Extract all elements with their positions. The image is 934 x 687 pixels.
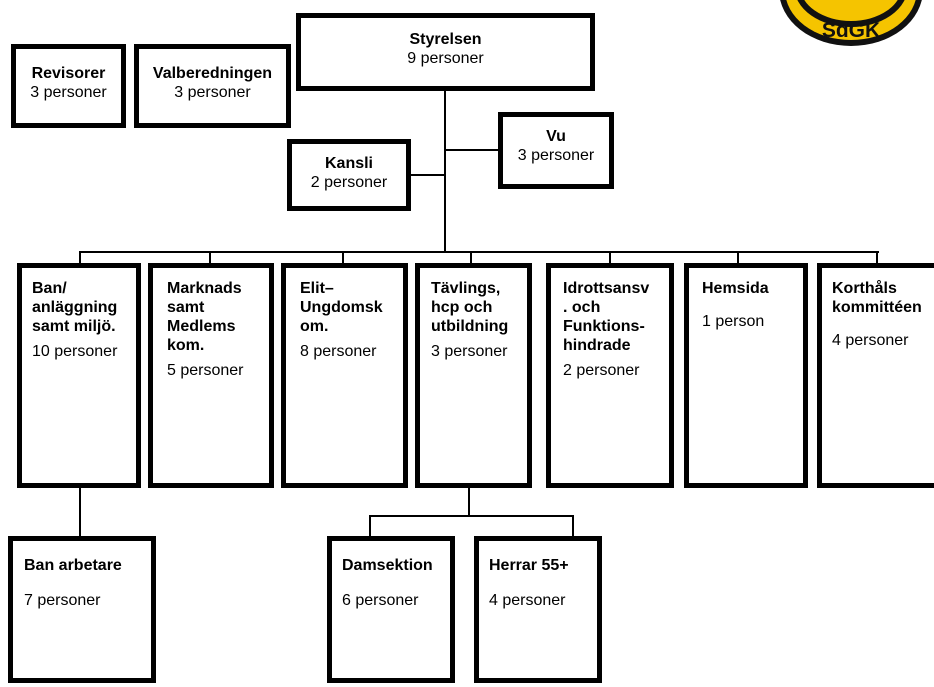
- committee-title-line: hindrade: [563, 337, 631, 354]
- connector-c4: [470, 251, 472, 266]
- committee-title-line: Ban/: [32, 280, 67, 297]
- logo-yellow-field: [786, 0, 916, 40]
- subgroup-box-herrar: Herrar 55+ 4 personer: [474, 536, 602, 683]
- subgroup-box-ban-arbetare: Ban arbetare 7 personer: [8, 536, 156, 683]
- committee-count: 4 personer: [832, 332, 909, 349]
- vu-count: 3 personer: [517, 147, 595, 164]
- auditors-box: Revisorer 3 personer: [11, 44, 126, 128]
- connector-herrar: [572, 515, 574, 538]
- subgroup-count: 6 personer: [342, 592, 419, 609]
- vu-name: Vu: [546, 128, 566, 145]
- committee-count: 5 personer: [167, 362, 244, 379]
- committee-title-line: Ungdomsk: [300, 299, 383, 316]
- committee-title-line: kommittéen: [832, 299, 922, 316]
- committee-count: 1 person: [702, 313, 765, 330]
- committee-count: 2 personer: [563, 362, 640, 379]
- committee-box-ban: Ban/ anläggning samt miljö. 10 personer: [17, 263, 141, 488]
- committee-title-line: kom.: [167, 337, 205, 354]
- subgroup-name: Ban arbetare: [24, 557, 122, 574]
- connector-tavling-sub: [468, 486, 470, 516]
- office-name: Kansli: [324, 155, 373, 172]
- board-name: Styrelsen: [409, 31, 482, 48]
- committee-title-line: Medlems: [167, 318, 236, 335]
- subgroup-box-damsektion: Damsektion 6 personer: [327, 536, 455, 683]
- committee-title-line: utbildning: [431, 318, 509, 335]
- nomination-count: 3 personer: [174, 84, 251, 101]
- committee-box-tavling: Tävlings, hcp och utbildning 3 personer: [415, 263, 532, 488]
- committee-title-line: Marknads: [167, 280, 242, 297]
- committee-title-line: anläggning: [32, 299, 118, 316]
- nomination-name: Valberedningen: [152, 65, 273, 82]
- board-box: Styrelsen 9 personer: [296, 13, 595, 91]
- committee-count: 8 personer: [300, 343, 377, 360]
- connector-committee-bar: [79, 251, 879, 253]
- auditors-name: Revisorer: [31, 65, 106, 82]
- connector-c5: [609, 251, 611, 266]
- connector-damsektion: [369, 515, 371, 538]
- vu-box: Vu 3 personer: [498, 112, 614, 189]
- committee-title-line: hcp och: [431, 299, 493, 316]
- connector-c6: [737, 251, 739, 266]
- connector-tavling-bar: [369, 515, 574, 517]
- committee-title-line: Tävlings,: [431, 280, 501, 297]
- committee-title-line: samt: [167, 299, 205, 316]
- committee-count: 3 personer: [431, 343, 508, 360]
- committee-count: 10 personer: [32, 343, 118, 360]
- connector-c7: [876, 251, 878, 266]
- committee-box-idrott: Idrottsansv . och Funktions- hindrade 2 …: [546, 263, 674, 488]
- auditors-count: 3 personer: [30, 84, 107, 101]
- club-logo-icon: SdGK: [780, 0, 922, 46]
- connector-c3: [342, 251, 344, 266]
- committee-box-hemsida: Hemsida 1 person: [684, 263, 808, 488]
- committee-box-marknad: Marknads samt Medlems kom. 5 personer: [148, 263, 274, 488]
- connector-c2: [209, 251, 211, 266]
- board-count: 9 personer: [407, 50, 484, 67]
- committee-box-korthals: Korthåls kommittéen 4 personer: [817, 263, 934, 488]
- committee-title-line: samt miljö.: [32, 318, 116, 335]
- subgroup-name: Damsektion: [342, 557, 433, 574]
- connector-vu: [444, 149, 500, 151]
- committee-title-line: om.: [300, 318, 329, 335]
- subgroup-name: Herrar 55+: [489, 557, 569, 574]
- connector-board-trunk: [444, 88, 446, 252]
- committee-title-line: Funktions-: [563, 318, 645, 335]
- committee-box-elit: Elit– Ungdomsk om. 8 personer: [281, 263, 408, 488]
- committee-title-line: Hemsida: [702, 280, 769, 297]
- logo-inner-ring: [797, 0, 905, 27]
- connector-kansli: [409, 174, 445, 176]
- nomination-box: Valberedningen 3 personer: [134, 44, 291, 128]
- committee-title-line: Idrottsansv: [563, 280, 650, 297]
- subgroup-count: 4 personer: [489, 592, 566, 609]
- committee-title-line: Elit–: [300, 280, 334, 297]
- committee-title-line: Korthåls: [832, 280, 897, 297]
- subgroup-count: 7 personer: [24, 592, 101, 609]
- office-box: Kansli 2 personer: [287, 139, 411, 211]
- connector-c1: [79, 251, 81, 266]
- logo-text: SdGK: [822, 19, 880, 42]
- connector-ban-sub: [79, 486, 81, 538]
- office-count: 2 personer: [310, 174, 388, 191]
- committee-title-line: . och: [563, 299, 601, 316]
